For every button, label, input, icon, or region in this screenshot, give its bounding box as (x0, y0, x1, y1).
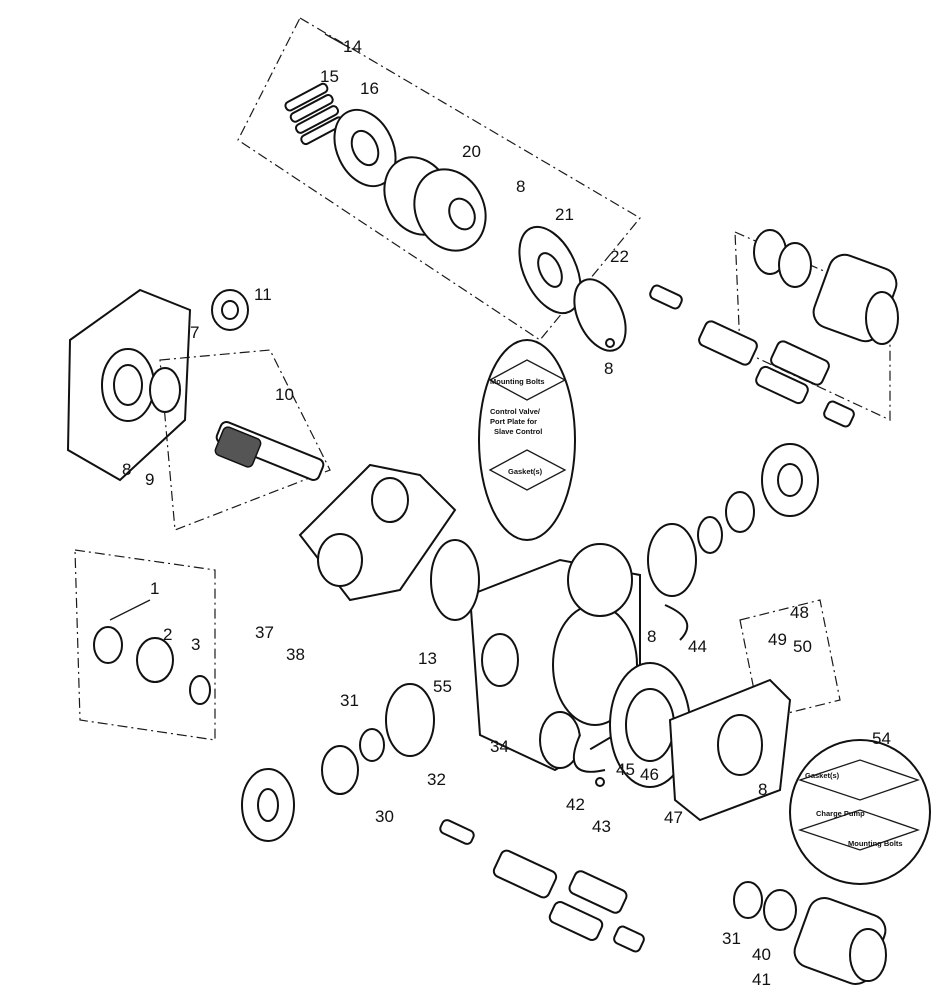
callout-44: 44 (688, 637, 707, 656)
kit-center-line-2: Control Valve/ (490, 407, 541, 416)
swashplate-cradle (298, 463, 457, 602)
callout-labels: 1 2 3 7 8 8 8 8 8 9 10 11 13 14 15 16 20… (122, 37, 891, 989)
servo-plug-upper (649, 284, 683, 310)
callout-31-a: 31 (340, 691, 359, 710)
callout-15: 15 (320, 67, 339, 86)
callout-2: 2 (163, 625, 172, 644)
group-14-outline (237, 17, 641, 341)
callout-46: 46 (640, 765, 659, 784)
retaining-ring-left (93, 626, 123, 664)
housing-cap-top (567, 543, 633, 617)
input-shaft (214, 421, 325, 481)
gasket-44 (609, 662, 691, 788)
seal-3 (189, 675, 211, 705)
o-ring-31-lower (733, 881, 763, 919)
callout-48: 48 (790, 603, 809, 622)
callout-30: 30 (375, 807, 394, 826)
callout-55: 55 (433, 677, 452, 696)
callout-14: 14 (343, 37, 362, 56)
bearing-plate (573, 278, 627, 352)
callout-21: 21 (555, 205, 574, 224)
callout-3: 3 (191, 635, 200, 654)
retaining-clip-upper (664, 604, 689, 641)
callout-38: 38 (286, 645, 305, 664)
callout-20: 20 (462, 142, 481, 161)
valve-plate-bore (537, 252, 563, 288)
servo-spring-lower (492, 849, 628, 941)
callout-43: 43 (592, 817, 611, 836)
kit-right-line-3: Mounting Bolts (848, 839, 903, 848)
servo-piston-lower (613, 925, 645, 953)
callout-31-b: 31 (722, 929, 741, 948)
callout-45: 45 (616, 760, 635, 779)
callout-7: 7 (190, 323, 199, 342)
servo-piston-upper (823, 400, 855, 428)
servo-seal-kit-outline-upper (734, 231, 891, 421)
callout-41: 41 (752, 970, 771, 989)
bushing-mid-right (725, 491, 755, 533)
kit-center-line-1: Mounting Bolts (490, 377, 545, 386)
kit-oval-center (478, 339, 576, 541)
kit-oval-54 (789, 739, 931, 885)
trunnion-cover-left (241, 768, 295, 842)
callout-8-c: 8 (604, 359, 613, 378)
servo-cap-upper (812, 253, 899, 345)
o-ring-31 (359, 728, 385, 762)
seal-kit-10-outline (159, 349, 331, 531)
callout-54: 54 (872, 729, 891, 748)
callout-1: 1 (150, 579, 159, 598)
bearing-11-bore (221, 300, 239, 320)
gasket-mid-right (647, 523, 697, 597)
o-ring-mid-right (697, 516, 723, 554)
servo-plug-lower (439, 819, 475, 845)
servo-cap-41 (793, 896, 887, 986)
callout-37: 37 (255, 623, 274, 642)
kit-center-line-3: Port Plate for (490, 417, 537, 426)
o-ring-upper-2 (778, 242, 812, 288)
retaining-clip-42 (572, 734, 606, 773)
kit-right-line-2: Charge Pump (816, 809, 865, 818)
end-cap-47 (668, 678, 792, 822)
callout-47: 47 (664, 808, 683, 827)
servo-spring-upper (698, 320, 830, 405)
seal-kit-1-outline (74, 549, 216, 741)
kit-right-line-1: Gasket(s) (805, 771, 840, 780)
gasket-13 (430, 539, 480, 621)
cylinder-block (383, 156, 487, 252)
callout-49: 49 (768, 630, 787, 649)
kit-center-line-5: Gasket(s) (508, 467, 543, 476)
callout-11: 11 (254, 285, 272, 304)
o-ring-40 (763, 889, 797, 931)
callout-10: 10 (275, 385, 294, 404)
callout-42: 42 (566, 795, 585, 814)
callout-9: 9 (145, 470, 154, 489)
callout-13: 13 (418, 649, 437, 668)
callout-50: 50 (793, 637, 812, 656)
mounting-flange-left (66, 288, 192, 482)
seal-2 (136, 637, 174, 683)
callout-34: 34 (490, 737, 509, 756)
callout-16: 16 (360, 79, 379, 98)
callout-40: 40 (752, 945, 771, 964)
gasket-32 (385, 683, 435, 757)
retaining-ring-7 (149, 367, 181, 413)
kit-center-labels: Mounting Bolts Control Valve/ Port Plate… (490, 377, 545, 476)
callout-8-b: 8 (516, 177, 525, 196)
kit-center-line-4: Slave Control (494, 427, 542, 436)
callout-32: 32 (427, 770, 446, 789)
bearing-30 (321, 745, 359, 795)
swashplate-retainer-bore (350, 129, 380, 167)
callout-8-d: 8 (647, 627, 656, 646)
servo-cover-mid-right (761, 443, 819, 517)
screw-43 (595, 777, 605, 787)
callout-8-e: 8 (758, 780, 767, 799)
callout-22: 22 (610, 247, 629, 266)
kit-right-labels: Gasket(s) Charge Pump Mounting Bolts (805, 771, 903, 848)
screw-8-mid (605, 338, 615, 348)
callout-8-a: 8 (122, 460, 131, 479)
